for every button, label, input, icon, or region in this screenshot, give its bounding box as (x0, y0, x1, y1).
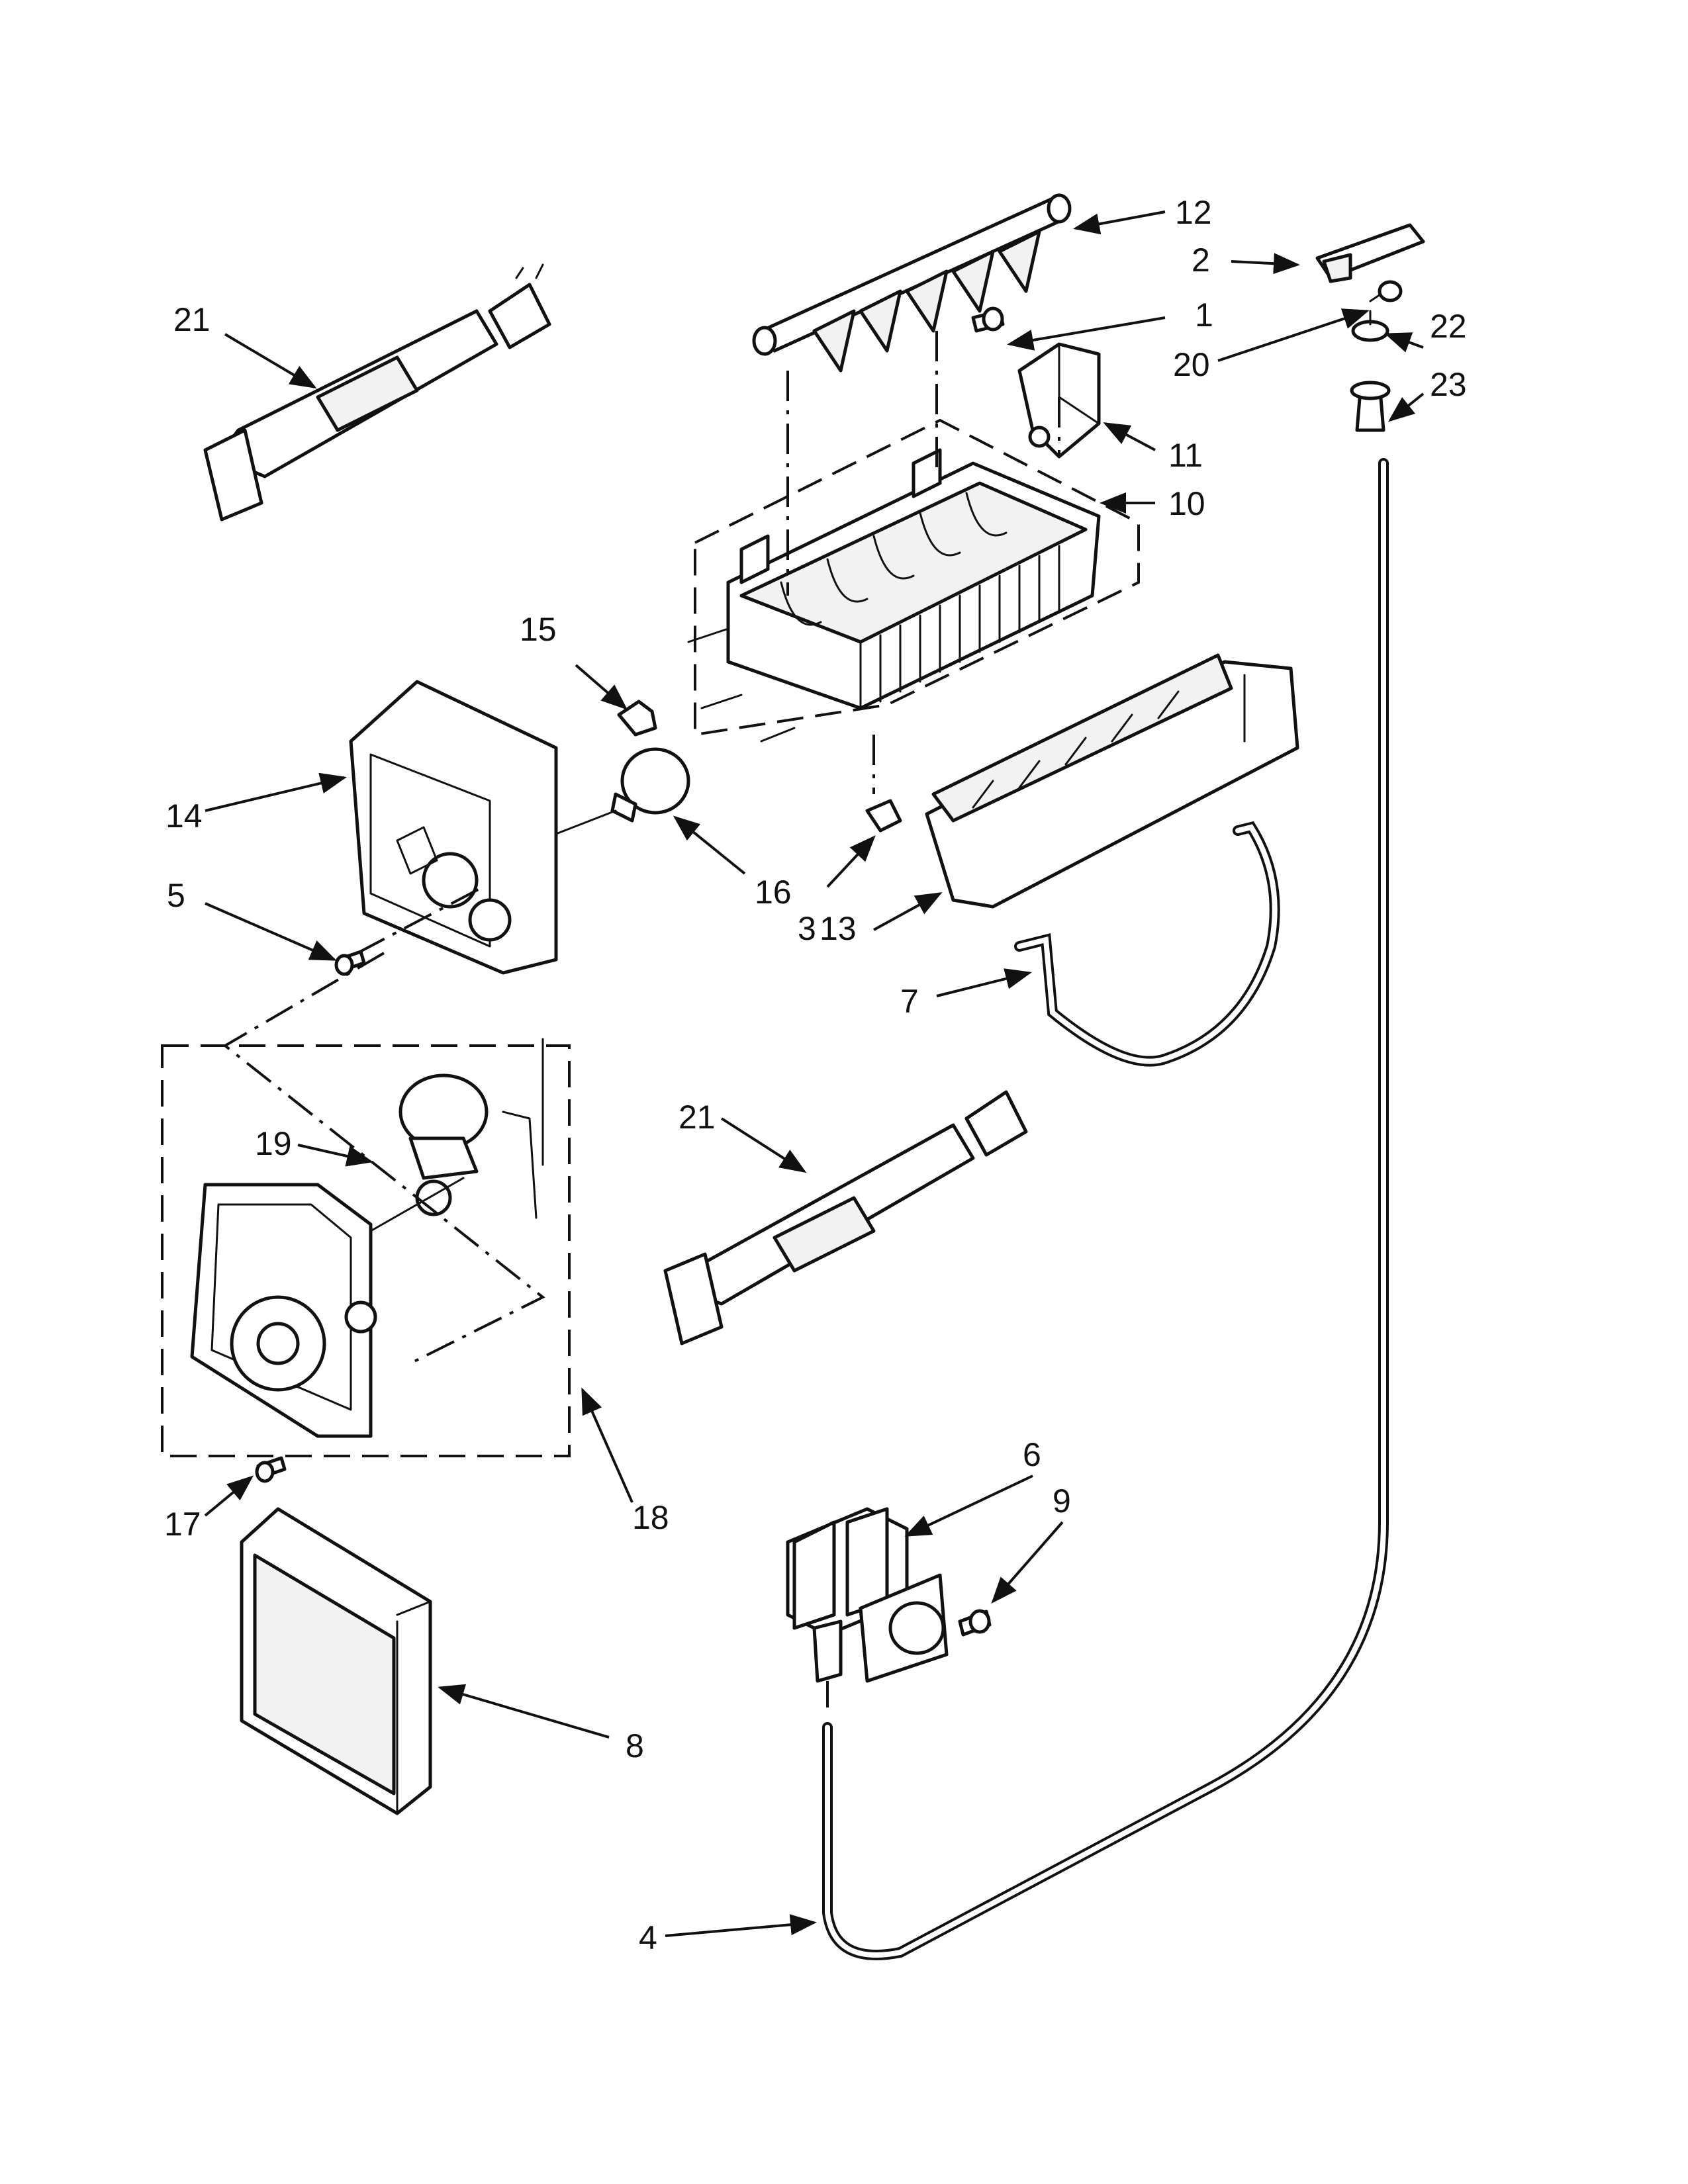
callout-3: 3 (798, 910, 816, 947)
wire-harness-lower (663, 1090, 1028, 1345)
fill-cup-bracket (1315, 223, 1425, 283)
callout-8: 8 (626, 1727, 644, 1764)
callout-21-lower: 21 (679, 1099, 716, 1136)
clamp-22 (1351, 310, 1389, 342)
screw-1 (971, 306, 1005, 333)
callout-18: 18 (632, 1499, 669, 1536)
callout-6: 6 (1023, 1436, 1041, 1473)
callout-21-upper: 21 (173, 301, 211, 338)
callout-12: 12 (1175, 194, 1212, 231)
callout-23: 23 (1430, 366, 1467, 403)
callout-15: 15 (520, 611, 557, 648)
shutoff-arm-7 (1014, 821, 1280, 1067)
ice-stripper-13 (925, 653, 1299, 909)
callout-22: 22 (1430, 308, 1467, 345)
callout-19: 19 (255, 1125, 292, 1162)
callout-labels: 12 2 1 20 22 23 11 10 21 15 14 16 5 3 13… (164, 194, 1467, 1956)
callout-4: 4 (639, 1919, 657, 1956)
screw-17 (255, 1456, 287, 1483)
ice-mold (687, 418, 1140, 743)
callout-1: 1 (1195, 296, 1213, 334)
callout-10: 10 (1168, 485, 1205, 522)
callout-11: 11 (1168, 437, 1203, 474)
water-tube-4 (822, 458, 1389, 1960)
control-housing-14 (349, 680, 558, 975)
clip-3 (865, 799, 902, 833)
callout-14: 14 (165, 797, 203, 835)
fill-tube-23 (1350, 381, 1391, 432)
callout-13: 13 (820, 910, 857, 947)
callout-7: 7 (900, 983, 919, 1020)
callout-16: 16 (755, 874, 792, 911)
callout-20: 20 (1173, 346, 1210, 383)
cover-8 (240, 1507, 432, 1815)
leader-arrows (204, 210, 1425, 1937)
screw-9 (958, 1609, 992, 1637)
callout-9: 9 (1053, 1482, 1071, 1520)
assembly-lines (222, 331, 1060, 1707)
callout-2: 2 (1192, 242, 1210, 279)
callout-5: 5 (167, 877, 185, 914)
thermostat-16 (555, 747, 690, 835)
clip-15 (617, 700, 657, 737)
water-valve-6 (786, 1507, 949, 1683)
screw-5 (334, 950, 366, 976)
screw-20 (1369, 280, 1403, 302)
callout-17: 17 (164, 1506, 201, 1543)
motor-19 (369, 1038, 544, 1232)
ejector-assembly (752, 193, 1072, 373)
motor-module-18 (161, 1044, 571, 1457)
wire-harness-upper (203, 263, 551, 522)
